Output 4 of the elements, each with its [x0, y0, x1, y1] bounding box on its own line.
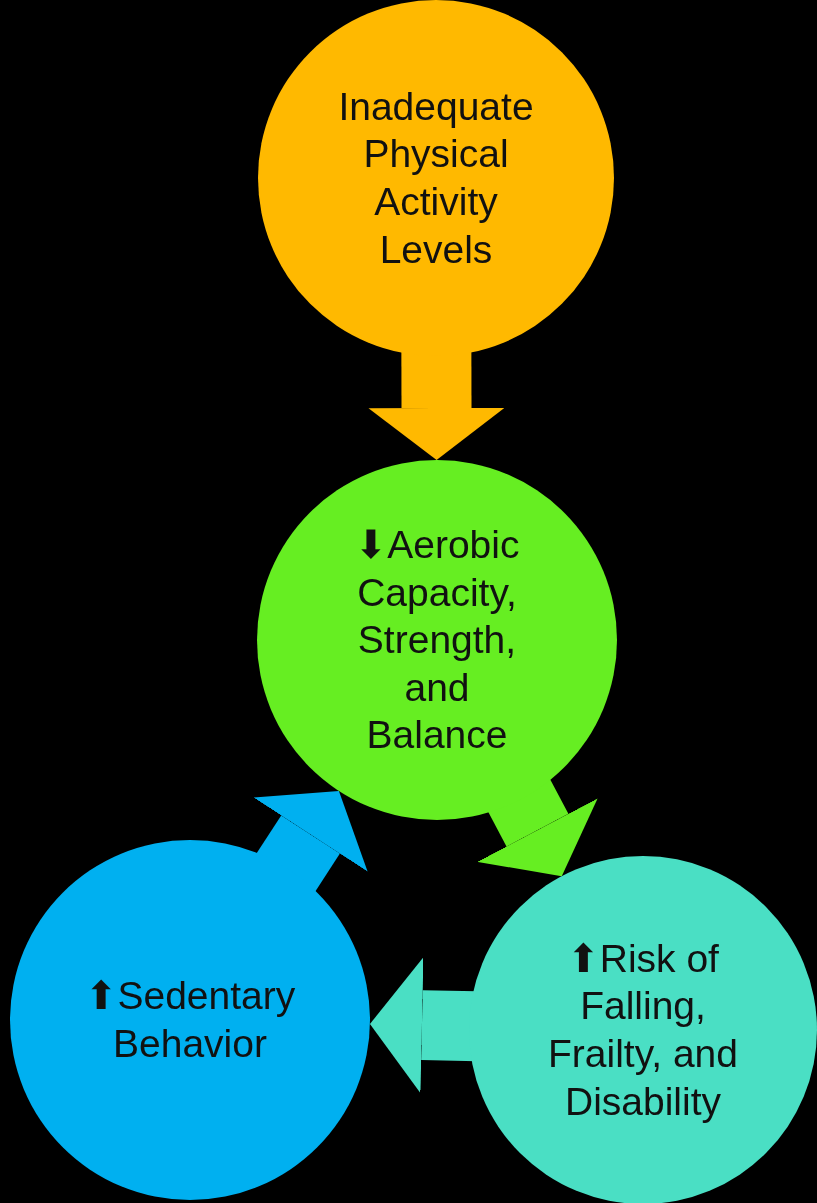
node-label: ⬆Sedentary Behavior: [83, 973, 297, 1067]
node-label: ⬇Aerobic Capacity, Strength, and Balance: [353, 522, 521, 759]
node-label: Inadequate Physical Activity Levels: [337, 83, 535, 273]
node-label: ⬆Risk of Falling, Frailty, and Disability: [547, 935, 739, 1125]
